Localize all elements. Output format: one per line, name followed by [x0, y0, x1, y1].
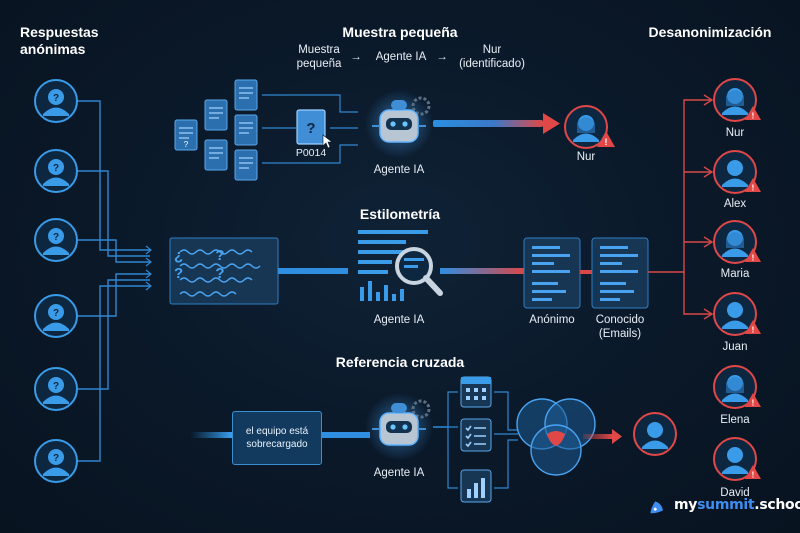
- beam-arrowhead: [543, 113, 560, 134]
- right-column-title: Desanonimización: [648, 24, 772, 40]
- agent-label: Agente IA: [373, 164, 425, 176]
- flow-step-identified: Nur (identificado): [459, 44, 525, 70]
- bar-chart-icon: [460, 469, 492, 503]
- svg-text:?: ?: [53, 308, 59, 319]
- cross-reference-connectors: [433, 391, 518, 489]
- anonymous-person-icon: ?: [34, 149, 78, 193]
- person-name-alex: Alex: [723, 198, 747, 210]
- svg-text:?: ?: [53, 381, 59, 392]
- calendar-icon: [460, 376, 492, 408]
- card-connector: [580, 270, 592, 274]
- anonymous-person-icon: ?: [34, 294, 78, 338]
- converging-connectors: [78, 100, 152, 462]
- stylometry-title: Estilometría: [359, 206, 441, 222]
- svg-text:?: ?: [53, 163, 59, 174]
- rocket-icon: [650, 501, 663, 514]
- svg-text:!: !: [752, 399, 755, 408]
- beam-to-nur: [433, 120, 543, 127]
- person-maria-icon: !: [713, 220, 761, 264]
- stylometry-beam-right: [440, 268, 524, 274]
- note-beam-out: [320, 432, 370, 438]
- identified-person-icon: [633, 412, 677, 456]
- person-name-david: David: [720, 487, 750, 499]
- document-stack: ?: [174, 79, 258, 181]
- anonymous-comment-text: el equipo está sobrecargado: [245, 426, 309, 450]
- svg-text:!: !: [605, 137, 608, 147]
- svg-text:!: !: [752, 471, 755, 480]
- known-card-label: Conocido (Emails): [595, 314, 645, 340]
- svg-text:?: ?: [53, 453, 59, 464]
- person-david-icon: !: [713, 437, 761, 481]
- ai-agent-robot-icon: [365, 393, 433, 461]
- svg-text:!: !: [752, 112, 755, 121]
- magnifier-icon: [395, 247, 443, 296]
- person-nur-icon: !: [713, 78, 761, 122]
- cursor-icon: [322, 134, 333, 149]
- identified-person-icon: [564, 105, 608, 149]
- person-name-juan: Juan: [722, 341, 748, 353]
- document-stack-connectors: [262, 94, 358, 164]
- warning-icon: !: [597, 131, 615, 147]
- document-id-label: P0014: [295, 147, 327, 159]
- stylometry-beam-left: [278, 268, 348, 274]
- venn-beam-out: [583, 434, 613, 439]
- anonymous-card-label: Anónimo: [529, 314, 575, 326]
- person-elena-icon: !: [713, 365, 761, 409]
- person-alex-icon: !: [713, 150, 761, 194]
- anonymous-text-panel: [169, 237, 279, 305]
- agent-label: Agente IA: [373, 314, 425, 326]
- venn-arrowhead: [612, 429, 622, 444]
- person-juan-icon: !: [713, 292, 761, 336]
- anonymous-person-icon: ?: [34, 79, 78, 123]
- svg-text:?: ?: [306, 120, 315, 137]
- ai-agent-robot-icon: [365, 90, 433, 158]
- left-column-title: Respuestas anónimas: [20, 24, 99, 57]
- anonymous-person-icon: ?: [34, 367, 78, 411]
- small-sample-title: Muestra pequeña: [342, 24, 458, 40]
- known-emails-card: [591, 237, 649, 309]
- anonymous-profile-card: [523, 237, 581, 309]
- svg-text:?: ?: [53, 93, 59, 104]
- anonymous-person-icon: ?: [34, 439, 78, 483]
- identified-people: ! ! ! ! ! !: [713, 78, 761, 481]
- svg-text:!: !: [752, 184, 755, 193]
- identified-name-label: Nur: [576, 151, 596, 163]
- note-beam-in: [190, 432, 232, 438]
- anonymous-person-icon: ?: [34, 218, 78, 262]
- venn-diagram-icon: [516, 398, 596, 476]
- svg-text:?: ?: [184, 140, 189, 149]
- svg-text:!: !: [752, 326, 755, 335]
- agent-label: Agente IA: [373, 467, 425, 479]
- brand-part-highlight: summit: [697, 497, 755, 513]
- flow-step-agent: Agente IA: [375, 51, 427, 63]
- flow-arrow: →: [350, 51, 362, 63]
- person-name-nur: Nur: [725, 127, 745, 139]
- person-name-maria: Maria: [720, 268, 750, 280]
- anonymous-text-glyphs: ¿ ? ? ?: [174, 247, 239, 282]
- stylometry-analysis-icon: [358, 230, 428, 301]
- brand-part: .school: [754, 497, 800, 513]
- brand-logo: mysummit.school: [660, 497, 800, 513]
- selected-document-icon: ?: [296, 109, 326, 145]
- identification-fanout: [648, 94, 714, 320]
- cross-reference-title: Referencia cruzada: [335, 354, 465, 370]
- checklist-icon: [460, 418, 492, 452]
- svg-text:?: ?: [53, 232, 59, 243]
- anonymous-comment-box: el equipo está sobrecargado: [232, 411, 322, 465]
- flow-step-sample: Muestra pequeña: [296, 44, 342, 70]
- brand-part: my: [674, 497, 698, 513]
- anonymous-respondents: ? ? ? ? ? ?: [34, 79, 78, 483]
- flow-arrow: →: [436, 51, 448, 63]
- person-name-elena: Elena: [720, 414, 750, 426]
- svg-text:!: !: [752, 254, 755, 263]
